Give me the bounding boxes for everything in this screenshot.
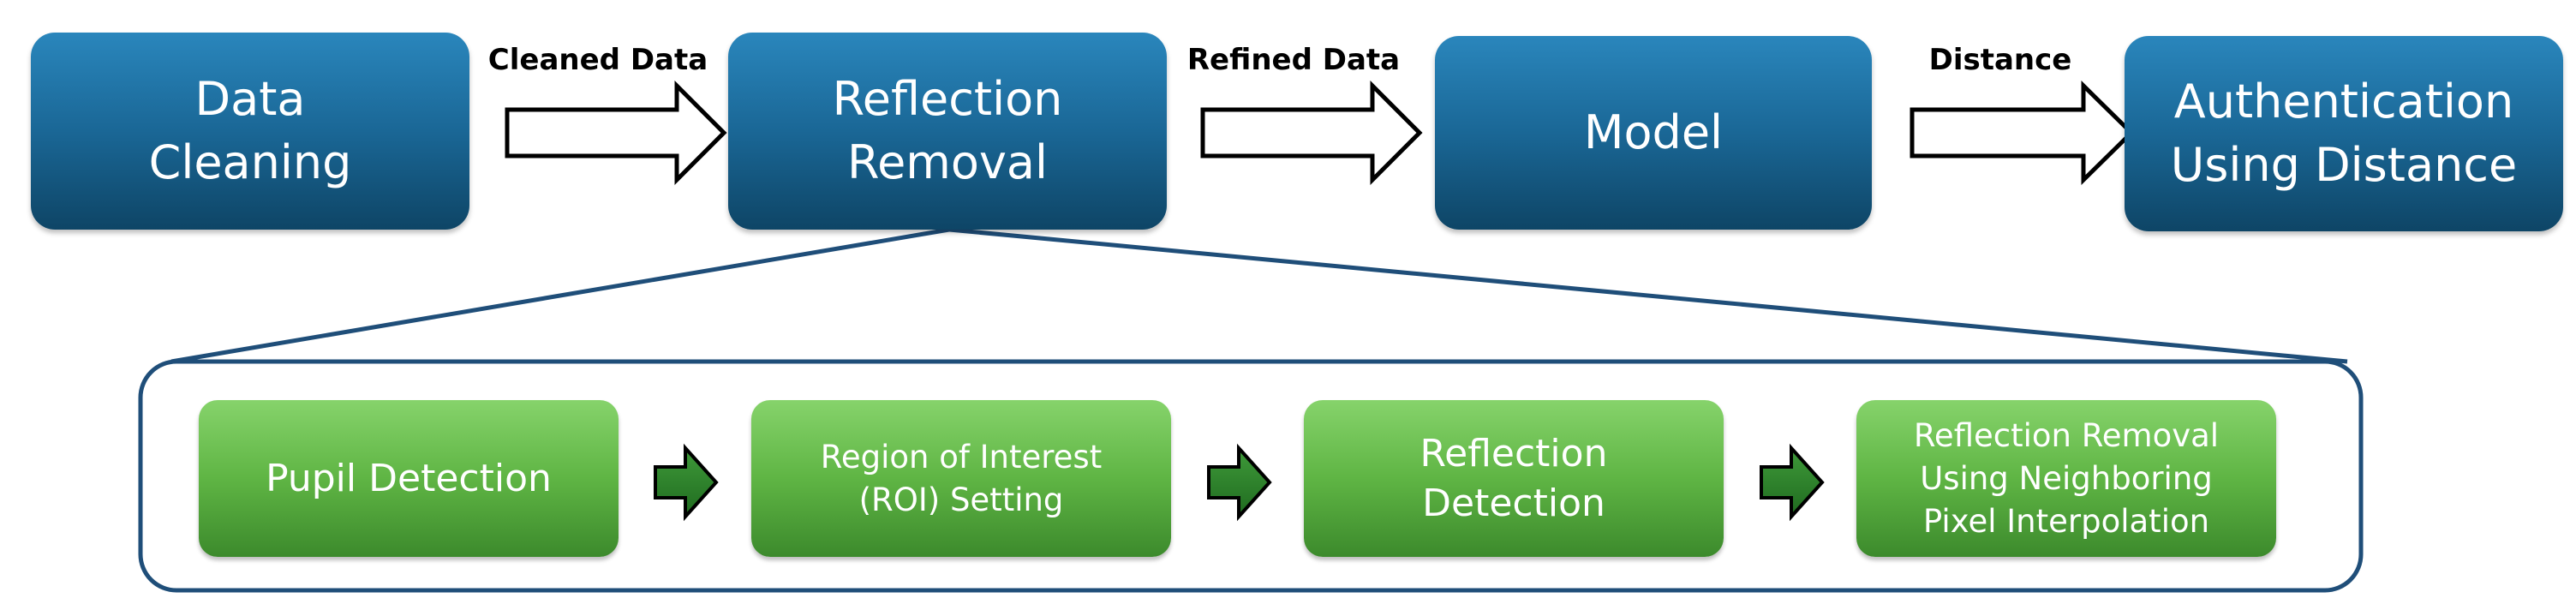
edge-label-refined-data: Refined Data <box>1186 43 1401 77</box>
edge-arrow-distance <box>1910 81 2135 185</box>
detail-arrow-1 <box>654 443 719 522</box>
node-authentication-using-distance: Authentication Using Distance <box>2125 36 2563 231</box>
detail-arrow-3 <box>1760 443 1825 522</box>
node-reflection-removal: Reflection Removal <box>728 33 1167 230</box>
edge-arrow-refined-data <box>1200 80 1423 186</box>
step-pupil-detection: Pupil Detection <box>199 400 619 557</box>
node-data-cleaning: Data Cleaning <box>31 33 469 230</box>
edge-label-cleaned-data: Cleaned Data <box>487 43 708 77</box>
edge-arrow-cleaned-data <box>505 80 727 186</box>
detail-arrow-2 <box>1207 443 1272 522</box>
step-reflection-detection: Reflection Detection <box>1304 400 1724 557</box>
node-model: Model <box>1435 36 1872 230</box>
step-roi-setting: Region of Interest (ROI) Setting <box>751 400 1171 557</box>
expansion-line-right <box>948 227 2348 364</box>
expansion-line-left <box>170 227 950 364</box>
edge-label-distance: Distance <box>1928 43 2072 77</box>
step-reflection-removal-interpolation: Reflection Removal Using Neighboring Pix… <box>1856 400 2276 557</box>
